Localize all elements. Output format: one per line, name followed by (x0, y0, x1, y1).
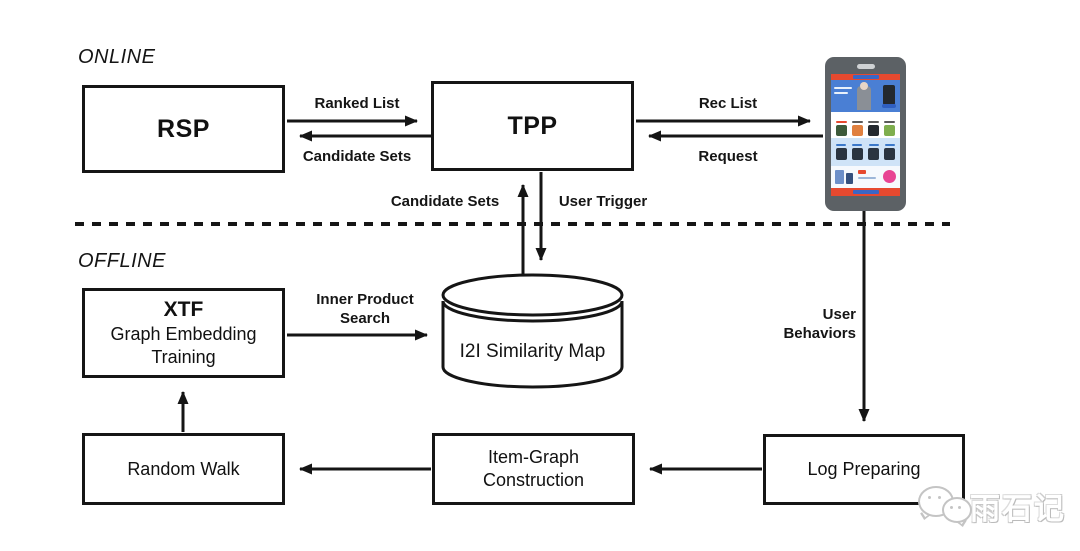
tpp-node: TPP (431, 81, 634, 171)
random-walk-label: Random Walk (127, 458, 240, 479)
product-shoe-thumb (835, 125, 847, 136)
tpp-title: TPP (507, 111, 558, 140)
item-graph-line1: Item-Graph (487, 447, 580, 467)
hero-product-image (883, 85, 895, 105)
app-promo-row (831, 166, 900, 188)
hero-button (882, 104, 896, 108)
app-header-banner (831, 74, 900, 80)
request-label: Request (698, 148, 758, 165)
rsp-node: RSP (82, 85, 285, 173)
banner-ribbon-icon (852, 75, 879, 79)
rsp-title: RSP (157, 114, 210, 143)
promo-go-badge (883, 170, 896, 183)
product-scooter-thumb (884, 125, 896, 136)
online-section-label: ONLINE (78, 46, 156, 68)
offline-section-label: OFFLINE (78, 250, 166, 272)
wechat-icon (916, 484, 972, 528)
watermark: 雨石记 (916, 483, 1066, 528)
watermark-text: 雨石记 (970, 492, 1066, 526)
xtf-title: XTF (163, 298, 204, 321)
phone-shopping-app-screen (831, 74, 900, 196)
inner-product-search-label: Inner Product Search (316, 291, 414, 327)
xtf-subtitle-line1: Graph Embedding (110, 324, 257, 344)
phone-speaker (856, 64, 875, 69)
candidate-sets-mid-label: Candidate Sets (390, 193, 500, 210)
xtf-node: XTF Graph Embedding Training (82, 288, 285, 378)
footer-ribbon-icon (852, 190, 879, 194)
app-category-row (831, 112, 900, 138)
user-behaviors-label: User Behaviors (783, 306, 856, 342)
smartphone-mockup (825, 57, 906, 211)
app-product-section (831, 138, 900, 166)
log-preparing-label: Log Preparing (807, 459, 921, 479)
random-walk-node: Random Walk (82, 433, 285, 505)
rec-list-label: Rec List (698, 95, 758, 112)
app-hero-banner (831, 80, 900, 112)
i2i-similarity-map-label: I2I Similarity Map (459, 341, 606, 362)
xtf-subtitle-line2: Training (151, 347, 216, 367)
candidate-sets-top-label: Candidate Sets (302, 148, 412, 165)
product-gadget-thumb (868, 125, 880, 136)
hero-person-image (857, 82, 871, 110)
i2i-similarity-map-cylinder (441, 273, 624, 389)
item-graph-construction-node: Item-Graph Construction (432, 433, 635, 505)
app-footer-banner (831, 188, 900, 196)
product-jacket-thumb (851, 125, 863, 136)
user-trigger-label: User Trigger (558, 193, 648, 210)
ranked-list-label: Ranked List (314, 95, 400, 112)
item-graph-line2: Construction (482, 470, 585, 490)
